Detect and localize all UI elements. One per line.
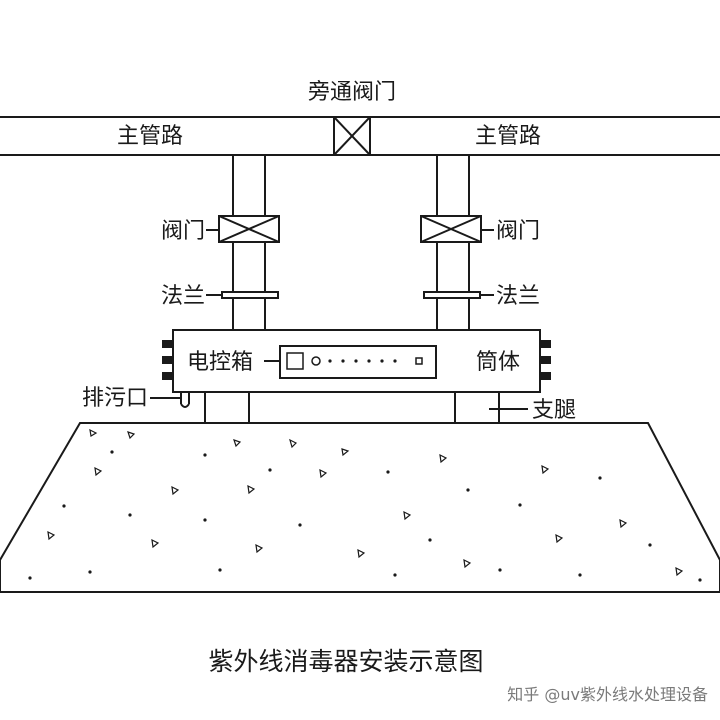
diagram-title: 紫外线消毒器安装示意图 (208, 647, 483, 676)
bypass-valve-icon (333, 116, 371, 156)
concrete-foundation (0, 422, 720, 593)
control-box-label: 电控箱 (187, 350, 253, 375)
cylinder-label: 筒体 (476, 350, 520, 375)
right-valve-icon (420, 215, 482, 243)
right-flange-icon (423, 291, 481, 299)
bypass-valve-label: 旁通阀门 (308, 80, 396, 105)
concrete-texture (28, 428, 702, 582)
watermark: 知乎 @uv紫外线水处理设备 (507, 685, 708, 704)
valve-right-label: 阀门 (496, 219, 540, 244)
flange-right-label: 法兰 (496, 284, 540, 309)
control-panel (279, 345, 437, 379)
support-legs (204, 391, 500, 424)
left-end-connectors (162, 340, 173, 380)
right-end-connectors (540, 340, 551, 380)
drain-outlet-icon (180, 392, 190, 408)
valve-left-label: 阀门 (161, 219, 205, 244)
left-flange-icon (221, 291, 279, 299)
support-leg-label: 支腿 (532, 398, 576, 423)
main-pipe-right-label: 主管路 (475, 124, 541, 149)
left-valve-icon (218, 215, 280, 243)
flange-left-label: 法兰 (161, 284, 205, 309)
main-pipe-left-label: 主管路 (117, 124, 183, 149)
drain-outlet-label: 排污口 (82, 386, 148, 411)
